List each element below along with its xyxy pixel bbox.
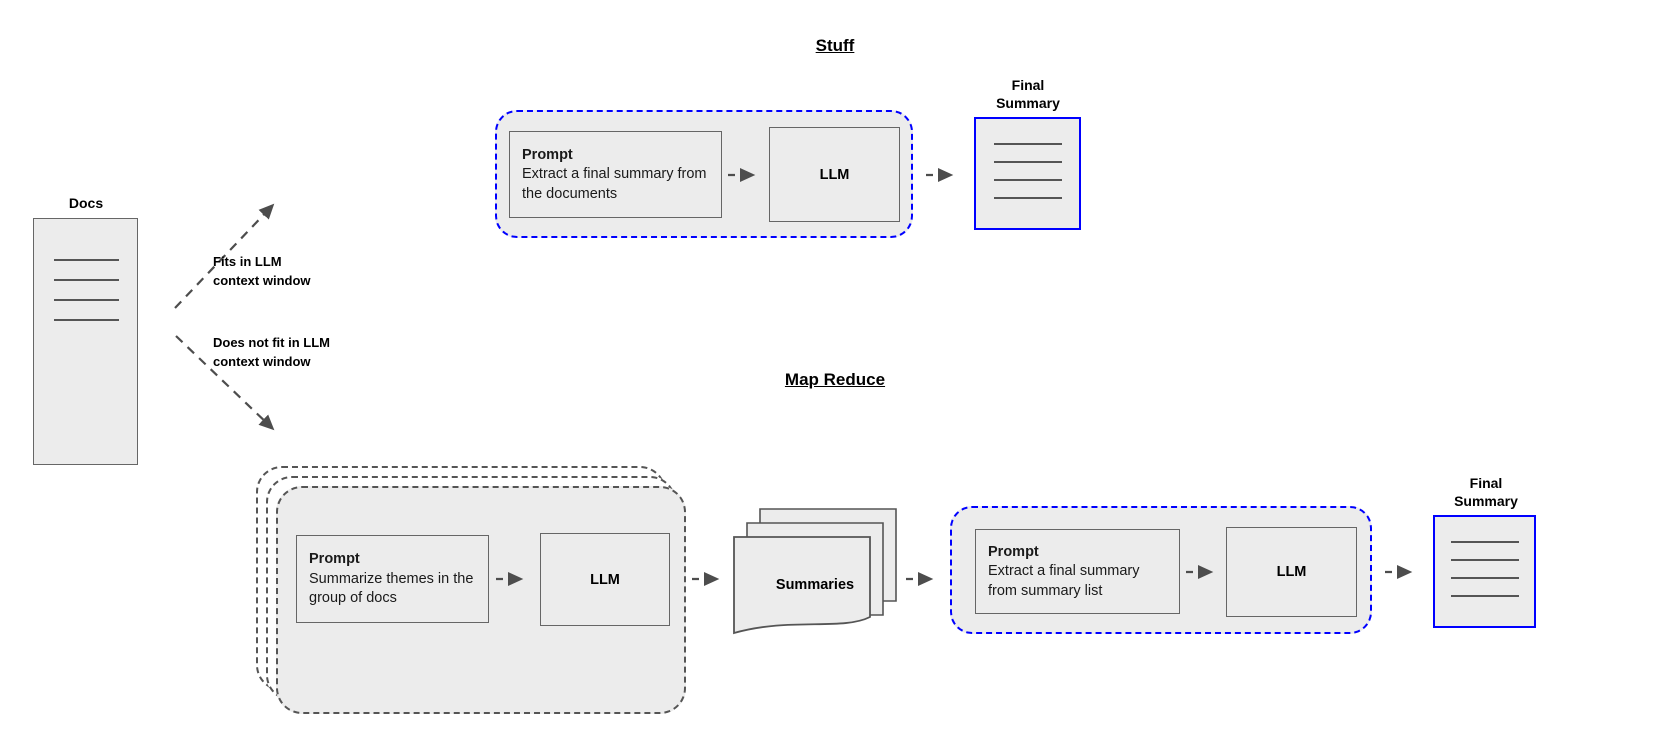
stuff-prompt-box: Prompt Extract a final summary from the … <box>509 131 722 218</box>
reduce-llm-label: LLM <box>1276 564 1307 580</box>
stuff-llm-box: LLM <box>769 127 900 222</box>
docs-rule-4 <box>54 319 119 321</box>
map-llm-box: LLM <box>540 533 670 626</box>
summary-rule-1 <box>994 143 1062 145</box>
map-llm-label: LLM <box>590 571 620 588</box>
map-arrow-prompt-to-llm <box>496 571 524 587</box>
stuff-final-summary-caption: Final Summary <box>996 77 1060 111</box>
reduce-llm-box: LLM <box>1226 527 1357 617</box>
final-summary-rule-1 <box>1451 541 1519 543</box>
section-title-map-reduce: Map Reduce <box>784 370 886 389</box>
reduce-prompt-box: Prompt Extract a final summary from summ… <box>975 529 1180 614</box>
summary-rule-2 <box>994 161 1062 163</box>
reduce-arrow-to-final <box>1385 564 1413 580</box>
reduce-final-summary-caption: Final Summary <box>1454 475 1518 509</box>
summaries-label: Summaries <box>775 577 855 593</box>
reduce-final-summary-box <box>1433 515 1536 628</box>
reduce-prompt-title: Prompt <box>988 543 1039 560</box>
docs-rule-1 <box>54 259 119 261</box>
summaries-stack-svg <box>733 508 897 635</box>
reduce-arrow-prompt-to-llm <box>1186 564 1214 580</box>
summary-rule-4 <box>994 197 1062 199</box>
map-prompt-text: Prompt Summarize themes in the group of … <box>309 550 480 609</box>
final-summary-rule-3 <box>1451 577 1519 579</box>
branch-arrow-up <box>174 203 275 309</box>
map-arrow-to-summaries <box>692 571 720 587</box>
docs-rule-2 <box>54 279 119 281</box>
summaries-arrow-to-reduce <box>906 571 934 587</box>
docs-rule-3 <box>54 299 119 301</box>
stuff-arrow-llm-to-summary <box>926 167 954 183</box>
stuff-llm-label: LLM <box>819 166 850 183</box>
reduce-prompt-text: Prompt Extract a final summary from summ… <box>988 542 1171 601</box>
stuff-arrow-prompt-to-llm <box>728 167 756 183</box>
branch-label-does-not-fit: Does not fit in LLM context window <box>213 335 330 369</box>
map-prompt-box: Prompt Summarize themes in the group of … <box>296 535 489 623</box>
map-prompt-body: Summarize themes in the group of docs <box>309 570 474 606</box>
branch-arrow-down <box>175 335 275 431</box>
final-summary-rule-4 <box>1451 595 1519 597</box>
stuff-prompt-title: Prompt <box>522 146 573 163</box>
reduce-prompt-body: Extract a final summary from summary lis… <box>988 562 1140 599</box>
final-summary-rule-2 <box>1451 559 1519 561</box>
summaries-stack: Summaries <box>730 505 900 640</box>
section-title-stuff: Stuff <box>815 36 855 55</box>
stuff-prompt-text: Prompt Extract a final summary from the … <box>522 145 713 204</box>
docs-box <box>33 218 138 465</box>
stuff-prompt-body: Extract a final summary from the documen… <box>522 165 707 202</box>
stuff-final-summary-box <box>974 117 1081 230</box>
docs-caption: Docs <box>68 195 104 211</box>
summary-rule-3 <box>994 179 1062 181</box>
map-prompt-title: Prompt <box>309 550 360 567</box>
branch-label-fits: Fits in LLM context window <box>213 254 311 288</box>
